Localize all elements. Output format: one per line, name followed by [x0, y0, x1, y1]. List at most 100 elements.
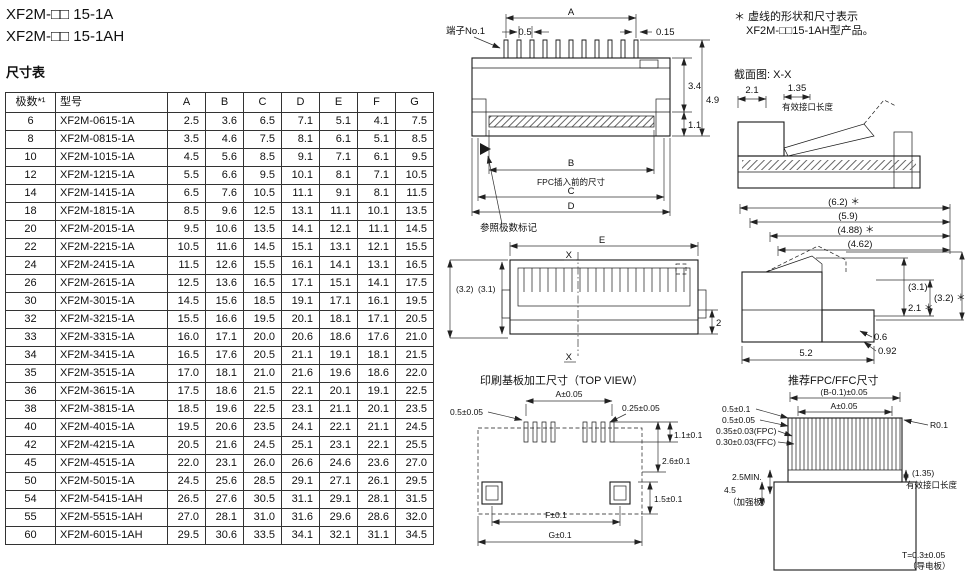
dim-cell: 21.0 — [243, 364, 282, 383]
section-dimension-lines — [737, 94, 811, 108]
dim-cell: 21.1 — [357, 418, 396, 437]
poles-cell: 54 — [5, 490, 56, 509]
dim-52-label: 5.2 — [799, 348, 812, 359]
column-header: F — [357, 92, 396, 113]
dim-cell: 10.1 — [357, 202, 396, 221]
dim-cell: 26.0 — [243, 454, 282, 473]
column-header: B — [205, 92, 244, 113]
dim-cell: 8.5 — [395, 130, 434, 149]
dim-cell: 31.1 — [357, 526, 396, 545]
dim-cell: 17.1 — [357, 310, 396, 329]
poles-cell: 12 — [5, 166, 56, 185]
dim-cell: 15.5 — [395, 238, 434, 257]
dim-cell: 25.1 — [281, 436, 320, 455]
dim-cell: 26.6 — [281, 454, 320, 473]
model-cell: XF2M-2415-1A — [55, 256, 168, 275]
poles-cell: 36 — [5, 382, 56, 401]
pcb-title: 印刷基板加工尺寸（TOP VIEW） — [480, 373, 643, 387]
dim-cell: 27.1 — [319, 472, 358, 491]
dim-cell: 19.5 — [167, 418, 206, 437]
dim-cell: 20.5 — [243, 346, 282, 365]
dim-cell: 11.5 — [167, 256, 206, 275]
dim-cell: 12.5 — [243, 202, 282, 221]
dim-cell: 14.5 — [395, 220, 434, 239]
dim-cell: 33.5 — [243, 526, 282, 545]
section-title: 截面图: X-X — [734, 67, 792, 81]
dim-cell: 32.1 — [319, 526, 358, 545]
dim-cell: 20.5 — [167, 436, 206, 455]
dim-cell: 27.0 — [167, 508, 206, 527]
poles-cell: 6 — [5, 112, 56, 131]
dim-cell: 4.6 — [205, 130, 244, 149]
dim-cell: 12.5 — [167, 274, 206, 293]
dim-cell: 4.1 — [357, 112, 396, 131]
pcb-pads — [477, 421, 643, 515]
dim-cell: 31.5 — [395, 490, 434, 509]
fpc-shape — [773, 417, 917, 571]
poles-cell: 45 — [5, 454, 56, 473]
fpc-eff-label: 有效接口长度 — [906, 480, 958, 490]
column-header: 型号 — [55, 92, 168, 113]
dim-cell: 22.1 — [319, 418, 358, 437]
dim-cell: 28.1 — [357, 490, 396, 509]
dim-cell: 22.5 — [395, 382, 434, 401]
poles-cell: 50 — [5, 472, 56, 491]
dim-cell: 21.0 — [395, 328, 434, 347]
dim-cell: 16.5 — [243, 274, 282, 293]
model-cell: XF2M-5415-1AH — [55, 490, 168, 509]
dim-cell: 20.6 — [281, 328, 320, 347]
dim-cell: 22.0 — [167, 454, 206, 473]
fpc-dim-fpc-label: 0.35±0.03(FPC) — [716, 426, 777, 436]
dim-a-label: A — [568, 7, 575, 18]
dim-cell: 26.1 — [357, 472, 396, 491]
dim-cell: 16.6 — [205, 310, 244, 329]
dim-092-label: 0.92 — [878, 346, 897, 357]
model-cell: XF2M-3615-1A — [55, 382, 168, 401]
poles-cell: 60 — [5, 526, 56, 545]
dim-cell: 31.6 — [281, 508, 320, 527]
dim-cell: 8.5 — [243, 148, 282, 167]
model-cell: XF2M-2015-1A — [55, 220, 168, 239]
dim-32t-label: (3.2) — [456, 284, 474, 294]
pcb-footprint-drawing: 印刷基板加工尺寸（TOP VIEW） A±0.05 0.5±0.05 0.25±… — [450, 373, 703, 546]
fpc-dim-ffc-label: 0.30±0.03(FFC) — [716, 437, 776, 447]
dim-cell: 18.6 — [319, 328, 358, 347]
dim-cell: 19.1 — [357, 382, 396, 401]
dim-cell: 21.5 — [395, 346, 434, 365]
dim-cell: 20.1 — [319, 382, 358, 401]
dim-cell: 9.5 — [243, 166, 282, 185]
dim-cell: 16.5 — [395, 256, 434, 275]
pcb-dim-15-label: 1.5±0.1 — [654, 494, 683, 504]
dim-21s-label: 2.1 ＊ — [908, 303, 933, 314]
part-number-line-2: XF2M-□□ 15-1AH — [6, 28, 125, 45]
dim-cell: 17.0 — [167, 364, 206, 383]
dim-cell: 31.0 — [243, 508, 282, 527]
dim-cell: 7.5 — [243, 130, 282, 149]
model-cell: XF2M-1015-1A — [55, 148, 168, 167]
dim-cell: 17.5 — [395, 274, 434, 293]
model-cell: XF2M-5515-1AH — [55, 508, 168, 527]
column-header: D — [281, 92, 320, 113]
fpc-title: 推荐FPC/FFC尺寸 — [788, 373, 878, 387]
dim-cell: 14.1 — [281, 220, 320, 239]
dim-cell: 23.1 — [205, 454, 244, 473]
dim-cell: 3.5 — [167, 130, 206, 149]
model-cell: XF2M-0615-1A — [55, 112, 168, 131]
dim-cell: 24.1 — [281, 418, 320, 437]
dim-cell: 22.1 — [281, 382, 320, 401]
dim-cell: 23.1 — [319, 436, 358, 455]
dim-cell: 21.6 — [205, 436, 244, 455]
dim-cell: 34.1 — [281, 526, 320, 545]
poles-cell: 32 — [5, 310, 56, 329]
dim-cell: 14.1 — [357, 274, 396, 293]
dim-cell: 8.1 — [357, 184, 396, 203]
dashed-note-line2: XF2M-□□15-1AH型产品。 — [746, 23, 874, 37]
dim-cell: 34.5 — [395, 526, 434, 545]
dim-cell: 21.5 — [243, 382, 282, 401]
dim-cell: 19.1 — [281, 292, 320, 311]
